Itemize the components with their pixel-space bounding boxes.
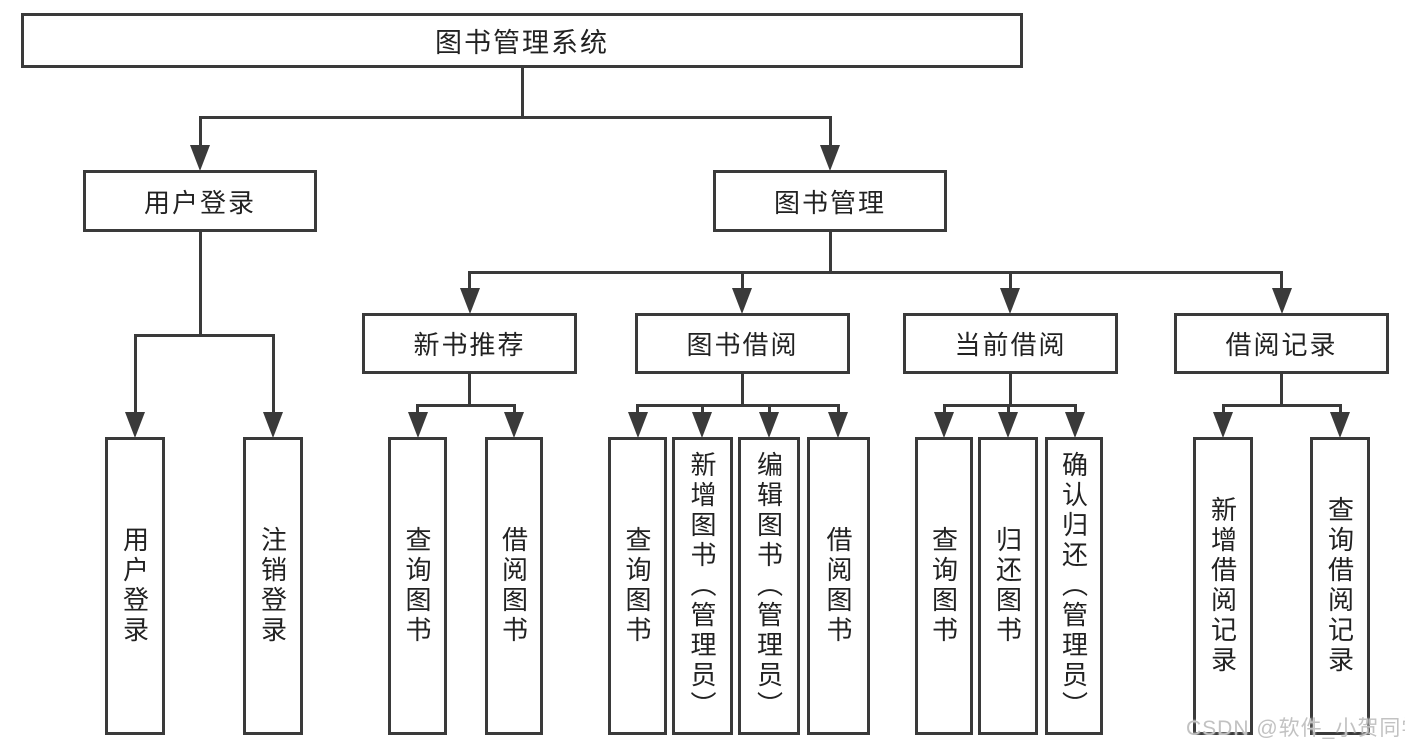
- arrow-down-icon: [460, 288, 480, 314]
- arrow-down-icon: [820, 145, 840, 171]
- connector-line: [636, 404, 639, 414]
- connector-line: [837, 404, 840, 414]
- connector-line: [943, 404, 946, 414]
- node-library-management-system: 图书管理系统: [21, 13, 1023, 68]
- connector-line: [741, 271, 744, 289]
- connector-line: [271, 334, 275, 413]
- node-user-login: 用户登录: [83, 170, 317, 232]
- node-borrow-records: 借阅记录: [1174, 313, 1389, 374]
- arrow-down-icon: [504, 412, 524, 438]
- arrow-down-icon: [692, 412, 712, 438]
- connector-line: [701, 404, 704, 414]
- connector-line: [198, 116, 832, 119]
- arrow-down-icon: [1065, 412, 1085, 438]
- connector-line: [468, 271, 1283, 274]
- leaf-borrow-books-recommend: 借阅图书: [485, 437, 543, 735]
- connector-line: [636, 404, 840, 407]
- connector-line: [1009, 374, 1012, 406]
- connector-line: [198, 116, 202, 147]
- connector-line: [1073, 404, 1077, 414]
- arrow-down-icon: [828, 412, 848, 438]
- leaf-query-books-recommend: 查询图书: [388, 437, 447, 735]
- connector-line: [512, 404, 516, 414]
- connector-line: [1338, 404, 1342, 414]
- connector-line: [468, 271, 471, 289]
- connector-line: [1280, 271, 1283, 289]
- connector-line: [468, 374, 471, 406]
- connector-line: [1006, 404, 1010, 414]
- leaf-edit-book-admin: 编辑图书（管理员）: [738, 437, 800, 735]
- node-book-management: 图书管理: [713, 170, 947, 232]
- arrow-down-icon: [934, 412, 954, 438]
- connector-line: [520, 68, 524, 119]
- connector-line: [828, 116, 832, 147]
- leaf-confirm-return-admin: 确认归还（管理员）: [1045, 437, 1103, 735]
- arrow-down-icon: [408, 412, 428, 438]
- connector-line: [198, 232, 202, 336]
- arrow-down-icon: [1330, 412, 1350, 438]
- node-current-borrow: 当前借阅: [903, 313, 1118, 374]
- connector-line: [1280, 374, 1283, 406]
- leaf-query-books-current: 查询图书: [915, 437, 973, 735]
- node-new-book-recommend: 新书推荐: [362, 313, 577, 374]
- connector-line: [416, 404, 419, 414]
- arrow-down-icon: [732, 288, 752, 314]
- leaf-query-books-borrow: 查询图书: [608, 437, 667, 735]
- connector-line: [1009, 271, 1012, 289]
- node-book-borrow: 图书借阅: [635, 313, 850, 374]
- arrow-down-icon: [998, 412, 1018, 438]
- leaf-add-borrow-record: 新增借阅记录: [1193, 437, 1253, 735]
- arrow-down-icon: [1000, 288, 1020, 314]
- connector-line: [133, 334, 137, 413]
- connector-line: [767, 404, 771, 414]
- arrow-down-icon: [759, 412, 779, 438]
- leaf-return-book: 归还图书: [978, 437, 1038, 735]
- connector-line: [828, 232, 832, 273]
- connector-line: [741, 374, 744, 406]
- arrow-down-icon: [1213, 412, 1233, 438]
- leaf-add-book-admin: 新增图书（管理员）: [672, 437, 733, 735]
- csdn-watermark: CSDN @软件_小贺同学: [1186, 717, 1405, 740]
- leaf-user-login: 用户登录: [105, 437, 165, 735]
- arrow-down-icon: [1272, 288, 1292, 314]
- arrow-down-icon: [628, 412, 648, 438]
- arrow-down-icon: [190, 145, 210, 171]
- connector-line: [416, 404, 516, 407]
- leaf-borrow-books: 借阅图书: [807, 437, 870, 735]
- leaf-query-borrow-record: 查询借阅记录: [1310, 437, 1370, 735]
- connector-line: [133, 334, 275, 337]
- leaf-logout: 注销登录: [243, 437, 303, 735]
- arrow-down-icon: [125, 412, 145, 438]
- connector-line: [1222, 404, 1341, 407]
- arrow-down-icon: [263, 412, 283, 438]
- connector-line: [1222, 404, 1225, 414]
